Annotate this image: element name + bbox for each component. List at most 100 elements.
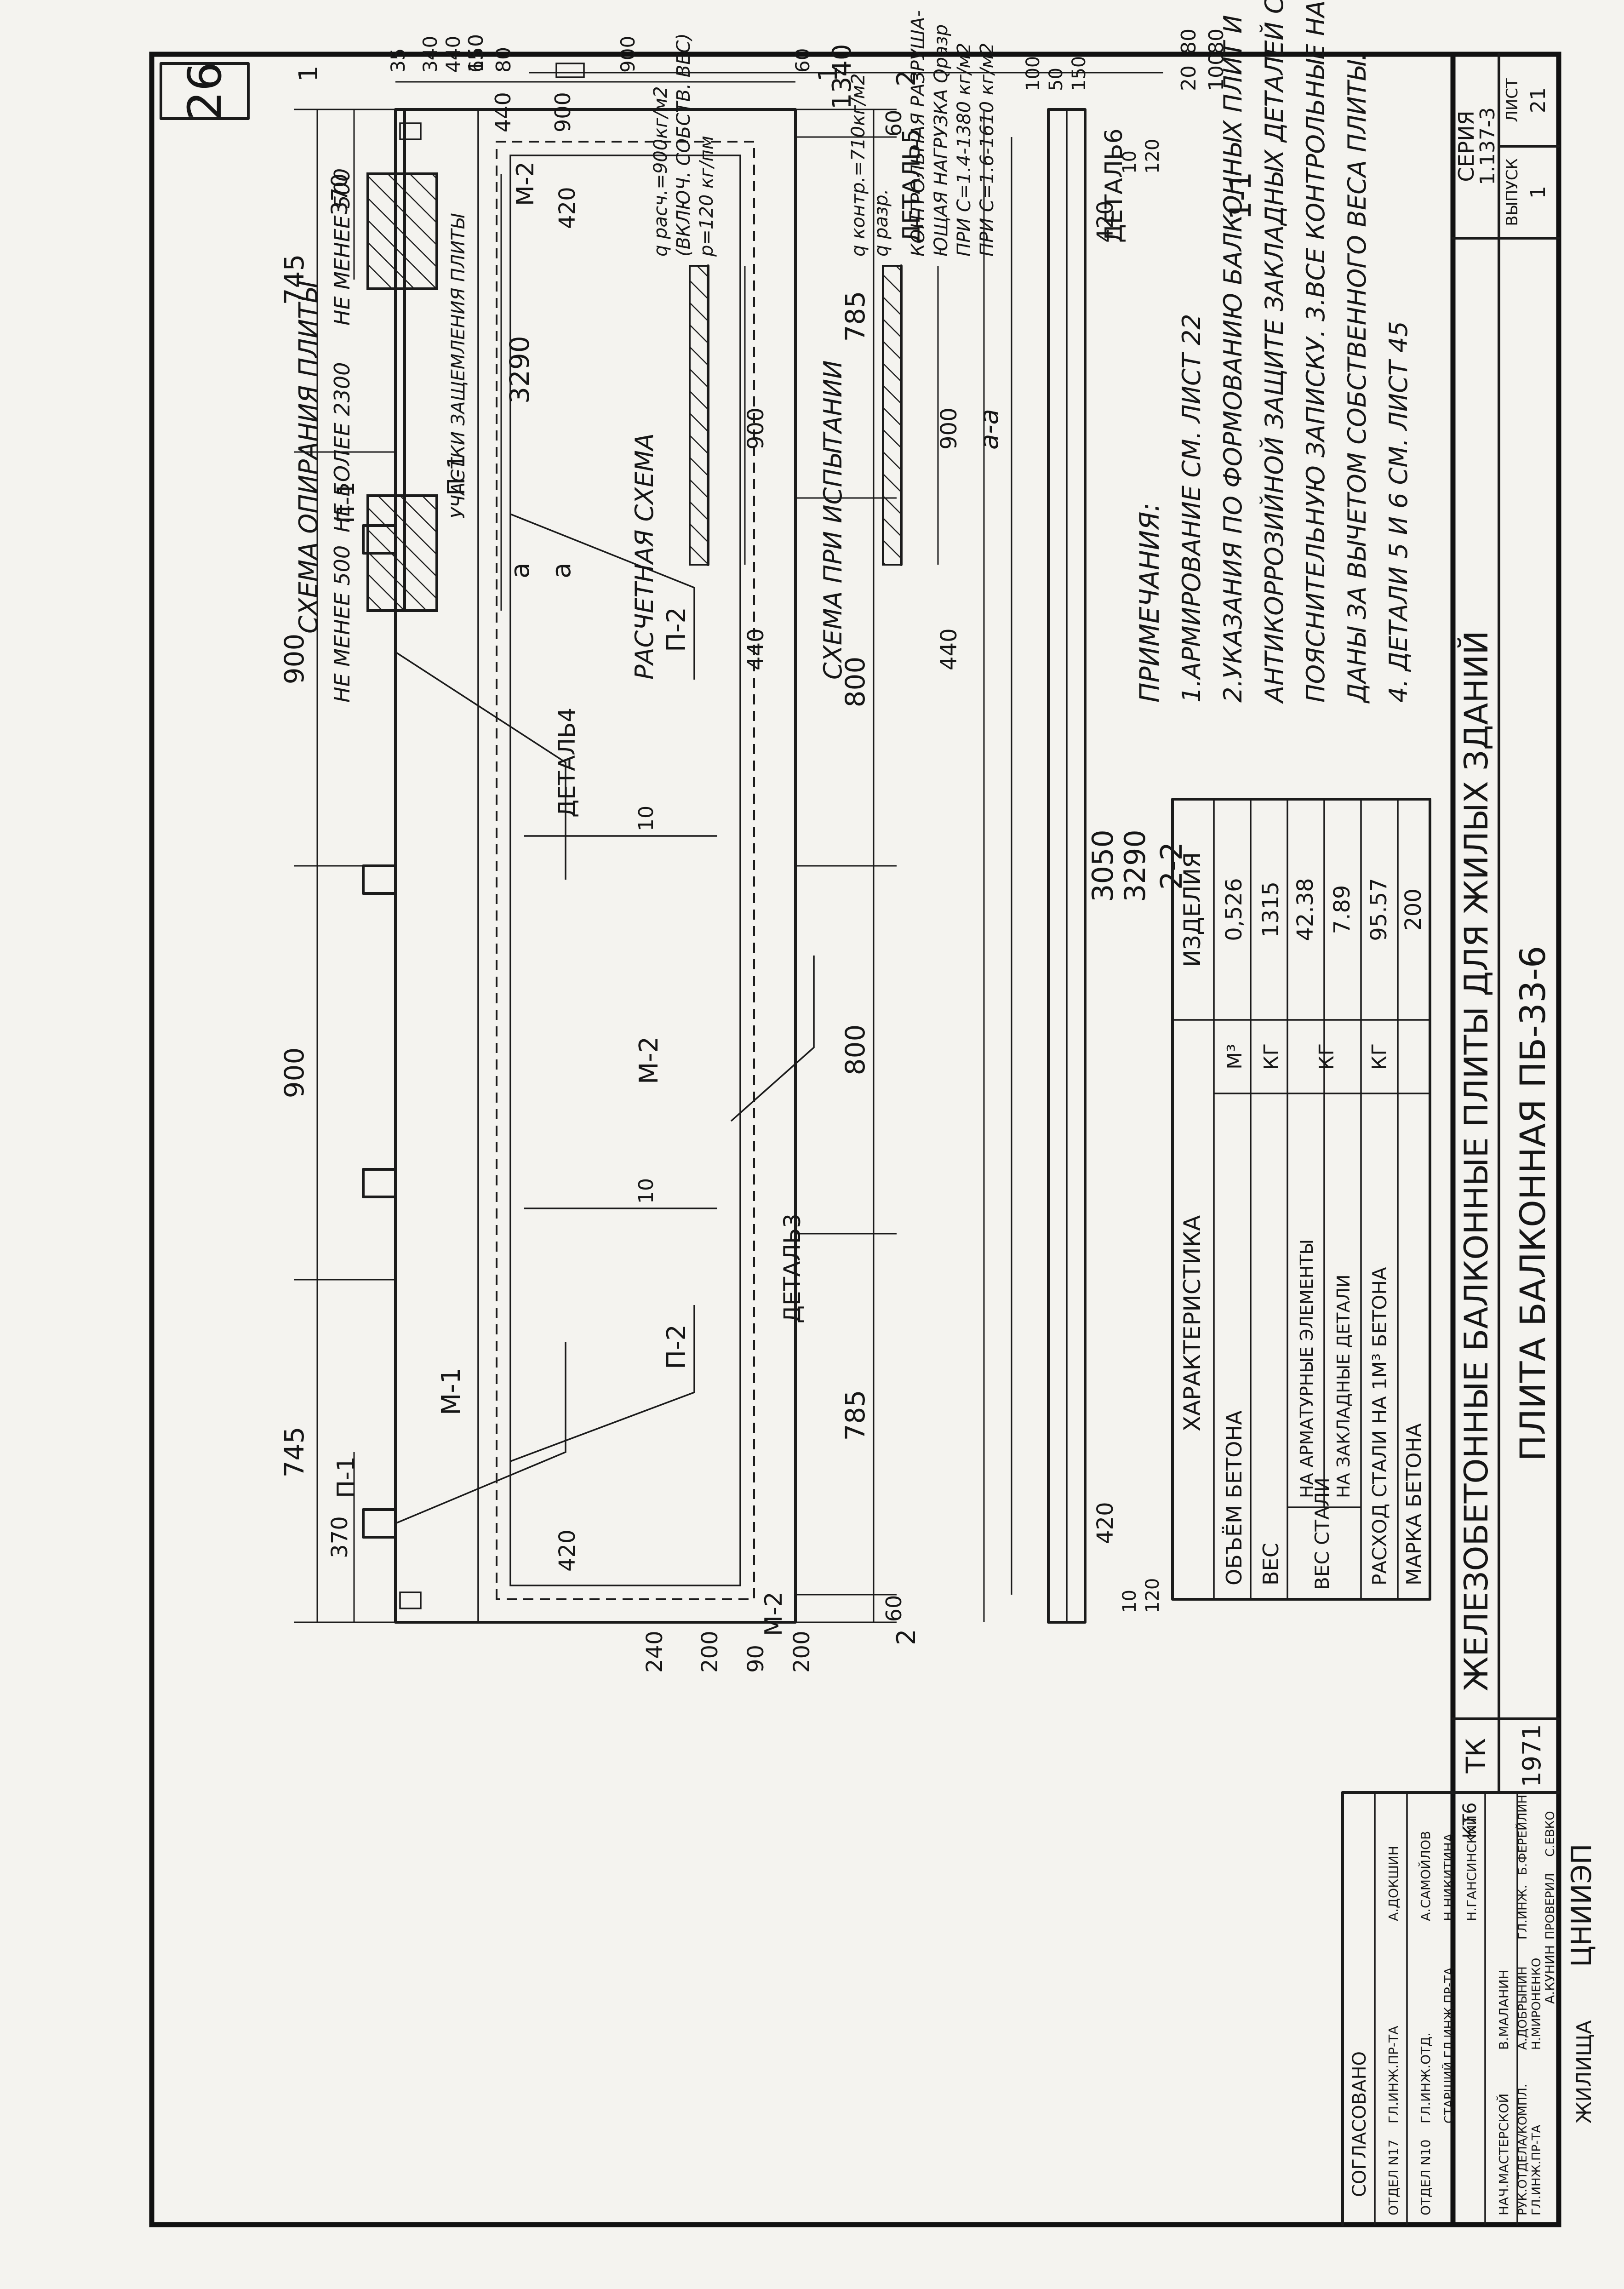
dim-10-right: 10 <box>1119 150 1140 174</box>
note-line: 2.УКАЗАНИЯ ПО ФОРМОВАНИЮ БАЛКОННЫХ ПЛИТ … <box>1218 15 1247 703</box>
leader-detail4 <box>395 651 566 880</box>
row-value: 1315 <box>1258 881 1284 938</box>
dim-745-right: 745 <box>279 254 310 305</box>
notes-block: ПРИМЕЧАНИЯ: 1.АРМИРОВАНИЕ СМ. ЛИСТ 22 2.… <box>1134 0 1413 704</box>
calc-load-2: (ВКЛЮЧ. СОБСТВ. ВЕС) <box>673 33 694 257</box>
staff-pos: НАЧ.МАСТЕРСКОЙ <box>1496 2094 1511 2215</box>
dim-80: 80 <box>492 47 515 73</box>
main-title: ЖЕЛЕЗОБЕТОННЫЕ БАЛКОННЫЕ ПЛИТЫ ДЛЯ ЖИЛЫХ… <box>1458 630 1495 1691</box>
test-440: 440 <box>936 628 962 670</box>
leader-p2-right <box>510 513 695 680</box>
section-1-1-label: 1-1 <box>1224 172 1258 220</box>
support-wall-right <box>366 172 438 290</box>
row-unit: КГ <box>1260 1043 1283 1070</box>
dim-60-right: 60 <box>881 110 906 137</box>
leader-p2 <box>510 1305 695 1462</box>
corner-plate <box>399 122 422 140</box>
sheet-label: ЛИСТ <box>1503 78 1521 122</box>
cut-mark-2-left: 2 <box>892 1629 921 1645</box>
dim-60-plan: 60 <box>791 48 814 73</box>
staff-name: С.ЕВКО <box>1544 1811 1557 1857</box>
sheet-code: ТК <box>1460 1738 1492 1774</box>
staff-name: Б.ФЕРЕЙЛИН <box>1515 1795 1530 1875</box>
series-label: СЕРИЯ <box>1454 110 1479 182</box>
support-span: 3290 <box>504 336 535 404</box>
sheet-number-box <box>160 62 250 120</box>
calc-load-1: q расч.=900кг/м2 <box>650 86 671 257</box>
dim-120-right: 120 <box>1142 139 1163 174</box>
test-section-aa: a-a <box>974 409 1004 450</box>
note-line: ПОЯСНИТЕЛЬНУЮ ЗАПИСКУ. 3.ВСЕ КОНТРОЛЬНЫЕ… <box>1301 0 1330 703</box>
calc-load <box>689 265 709 566</box>
section-2-2-length-total: 3290 <box>1118 830 1152 902</box>
mark-m1: М-1 <box>436 1368 466 1415</box>
agreed-pos: СТАРШИЙ ГЛ.ИНЖ.ПР-ТА <box>1441 1967 1456 2123</box>
section-2-2-length-inner: 3050 <box>1086 830 1120 902</box>
agreed-role: ОТДЕЛ N17 <box>1386 2140 1401 2215</box>
section-1-1: 1340 80 150 80 80 100 20 <box>464 29 1228 109</box>
issue-label: ВЫПУСК <box>1503 158 1521 226</box>
agreed-name: А.САМОЙЛОВ <box>1418 1831 1433 1921</box>
note-line: АНТИКОРРОЗИЙНОЙ ЗАЩИТЕ ЗАКЛАДНЫХ ДЕТАЛЕЙ… <box>1260 0 1289 704</box>
row-value: 42.38 <box>1292 878 1318 941</box>
section-2-2: 3050 3290 2-2 420 420 10 120 10 120 100 … <box>983 56 1189 1624</box>
issue-value: 1 <box>1527 186 1550 199</box>
support-wall-left <box>366 494 438 612</box>
calc-scheme: РАСЧЕТНАЯ СХЕМА q расч.=900кг/м2 (ВКЛЮЧ.… <box>630 33 769 680</box>
cut-mark-1-bottom: 1 <box>813 65 843 82</box>
row-unit: КГ <box>1315 1043 1338 1070</box>
section-2-2-end-left: 420 <box>1092 1502 1118 1544</box>
dim-900-plan: 900 <box>617 36 639 73</box>
plan-view: 745 900 900 745 370 370 60 785 800 800 7… <box>279 36 921 1673</box>
dim-340: 340 <box>419 36 441 73</box>
table-head-char: ХАРАКТЕРИСТИКА <box>1179 1215 1206 1432</box>
support-440: 440 <box>491 92 515 132</box>
leader-m1 <box>395 1342 566 1524</box>
dim-20: 20 <box>1177 65 1201 91</box>
leader-detail3 <box>730 956 815 1122</box>
agreed-label: СОГЛАСОВАНО <box>1349 2051 1370 2197</box>
dim-420-right: 420 <box>555 187 580 229</box>
dim-900-left: 900 <box>279 1047 310 1099</box>
note-line: 1.АРМИРОВАНИЕ СМ. ЛИСТ 22 <box>1177 314 1206 703</box>
calc-900: 900 <box>743 407 769 450</box>
section-1-1-height: 1340 <box>827 44 857 109</box>
row-value: 200 <box>1401 888 1426 931</box>
support-scheme: СХЕМА ОПИРАНИЯ ПЛИТЫ НЕ МЕНЕЕ 500 НЕ БОЛ… <box>294 92 577 703</box>
dim-60-left: 60 <box>881 1595 906 1622</box>
dim-80-c: 80 <box>1205 29 1228 54</box>
sheet-number: 26 <box>178 62 232 120</box>
test-load-1: q контр.=710кг/м2 <box>848 74 869 257</box>
dim-370-right: 370 <box>327 173 353 216</box>
row-unit: М³ <box>1223 1044 1247 1070</box>
row-name: НА ЗАКЛАДНЫЕ ДЕТАЛИ <box>1333 1275 1354 1498</box>
approval-stamp: СОГЛАСОВАНО ОТДЕЛ N17 ГЛ.ИНЖ.ПР-ТА А.ДОК… <box>1349 1792 1598 2225</box>
ctrl-line-4: ПРИ С=1.6-1610 кг/м2 <box>977 43 998 257</box>
dim-745-left: 745 <box>279 1427 310 1478</box>
cut-mark-1-top: 1 <box>294 65 324 82</box>
dim-785-left: 785 <box>840 1390 871 1441</box>
notes-title: ПРИМЕЧАНИЯ: <box>1134 503 1165 703</box>
series-value: 1.137-3 <box>1476 107 1499 185</box>
dim-35: 35 <box>387 48 409 73</box>
dim-10-left: 10 <box>1119 1590 1140 1613</box>
table-head-prod: ИЗДЕЛИЯ <box>1179 852 1206 967</box>
org-logo-1: ЦНИИЭП <box>1566 1844 1598 1967</box>
format-mark: КТ6 <box>1459 1803 1481 1838</box>
mark-10: 10 <box>635 806 658 831</box>
test-900: 900 <box>936 407 962 450</box>
staff-name: В.МАЛАНИН <box>1496 1969 1511 2050</box>
dim-90: 90 <box>743 1645 769 1673</box>
embedded-plate <box>362 1168 397 1198</box>
calc-load-3: p=120 кг/пм <box>696 136 717 257</box>
product-title: ПЛИТА БАЛКОННАЯ ПБ-33-6 <box>1512 946 1553 1461</box>
support-note-mid: НЕ БОЛЕЕ 2300 <box>330 362 355 532</box>
test-load <box>882 265 902 566</box>
sheet-value: 21 <box>1527 87 1550 113</box>
dim-150: 150 <box>464 34 488 73</box>
mark-m2: М-2 <box>634 1036 664 1084</box>
reinforcement-contour <box>496 141 755 1600</box>
note-line: ДАНЫ ЗА ВЫЧЕТОМ СОБСТВЕННОГО ВЕСА ПЛИТЫ. <box>1343 53 1372 704</box>
mark-p1: П-1 <box>443 454 470 496</box>
mark-p2: П-2 <box>662 1324 692 1369</box>
